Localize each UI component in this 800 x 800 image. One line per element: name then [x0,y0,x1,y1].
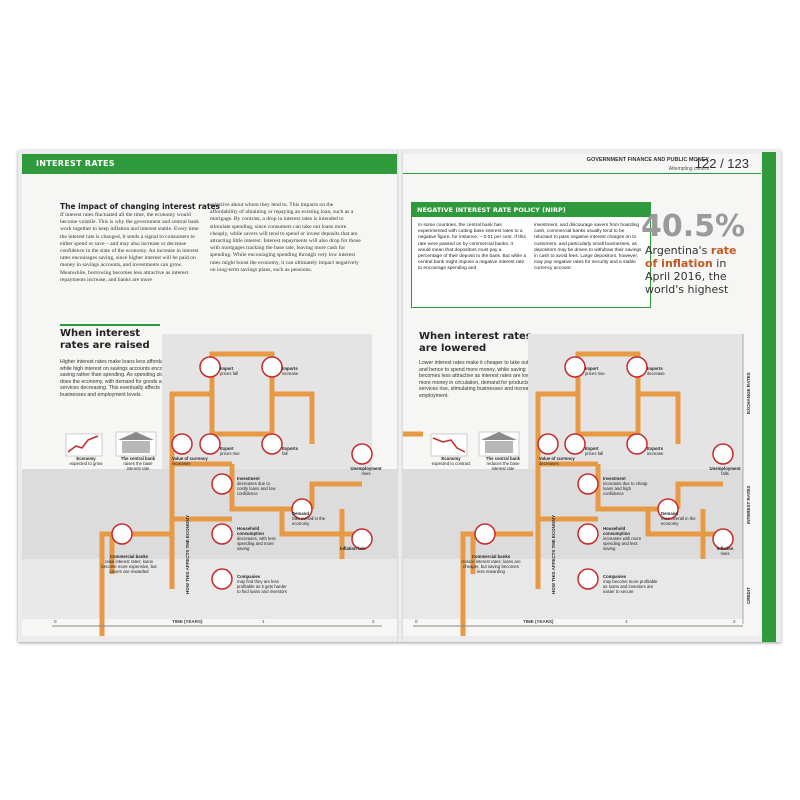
subsection-name: Attempting control [668,166,709,172]
right-header: GOVERNMENT FINANCE AND PUBLIC MONEY Atte… [403,154,761,174]
stat-value: 40.5% [641,209,746,244]
raised-text: Higher interest rates make loans less af… [60,359,179,398]
lowered-axis-title: TIME (YEARS) [523,619,554,624]
book-spine [397,150,403,642]
raised-heading: When interest rates are raised [60,328,150,351]
intro-heading: The impact of changing interest rates [60,202,221,211]
lowered-heading: When interest rates are lowered [419,331,532,354]
nirp-col2: investment, and discourage savers from h… [534,223,642,272]
intro-col2: selective about whom they lend to. This … [210,202,361,273]
nirp-title: NEGATIVE INTEREST RATE POLICY (NIRP) [412,203,650,217]
raised-axis-1: 1 [262,619,265,624]
raised-vertical-label: HOW THIS AFFECTS THE ECONOMY [185,514,190,594]
lowered-axis-1: 1 [625,619,628,624]
right-page: GOVERNMENT FINANCE AND PUBLIC MONEY Atte… [403,154,761,636]
raised-diagram [22,334,397,636]
nirp-box: NEGATIVE INTEREST RATE POLICY (NIRP) In … [411,202,651,308]
side-label-credit: CREDIT [746,587,751,604]
heading-rule [60,324,160,326]
stat-text: Argentina's rate of inflation in April 2… [645,244,737,296]
raised-axis-0: 0 [54,619,57,624]
raised-axis-2: 2 [372,619,375,624]
left-header-bar: INTEREST RATES [22,154,397,174]
raised-axis-title: TIME (YEARS) [172,619,203,624]
page-numbers: 122 / 123 [694,156,749,171]
lowered-axis-2: 2 [733,619,736,624]
lowered-axis-0: 0 [415,619,418,624]
lowered-text: Lower interest rates make it cheaper to … [419,360,544,399]
lowered-vertical-label: HOW THIS AFFECTS THE ECONOMY [551,514,556,594]
intro-col1: If interest rates fluctuated all the tim… [60,212,200,283]
side-label-exchange: EXCHANGE RATES [746,372,751,414]
side-label-interest: INTEREST RATES [746,485,751,524]
raised-inflation: Inflation falls [340,546,366,551]
book-cover-edge [762,152,776,642]
left-page: INTEREST RATES The impact of changing in… [22,154,397,636]
nirp-col1: In some countries, the central bank has … [418,223,527,272]
section-title: INTEREST RATES [36,159,115,168]
lowered-diagram [403,334,744,636]
section-name: GOVERNMENT FINANCE AND PUBLIC MONEY [586,157,709,163]
